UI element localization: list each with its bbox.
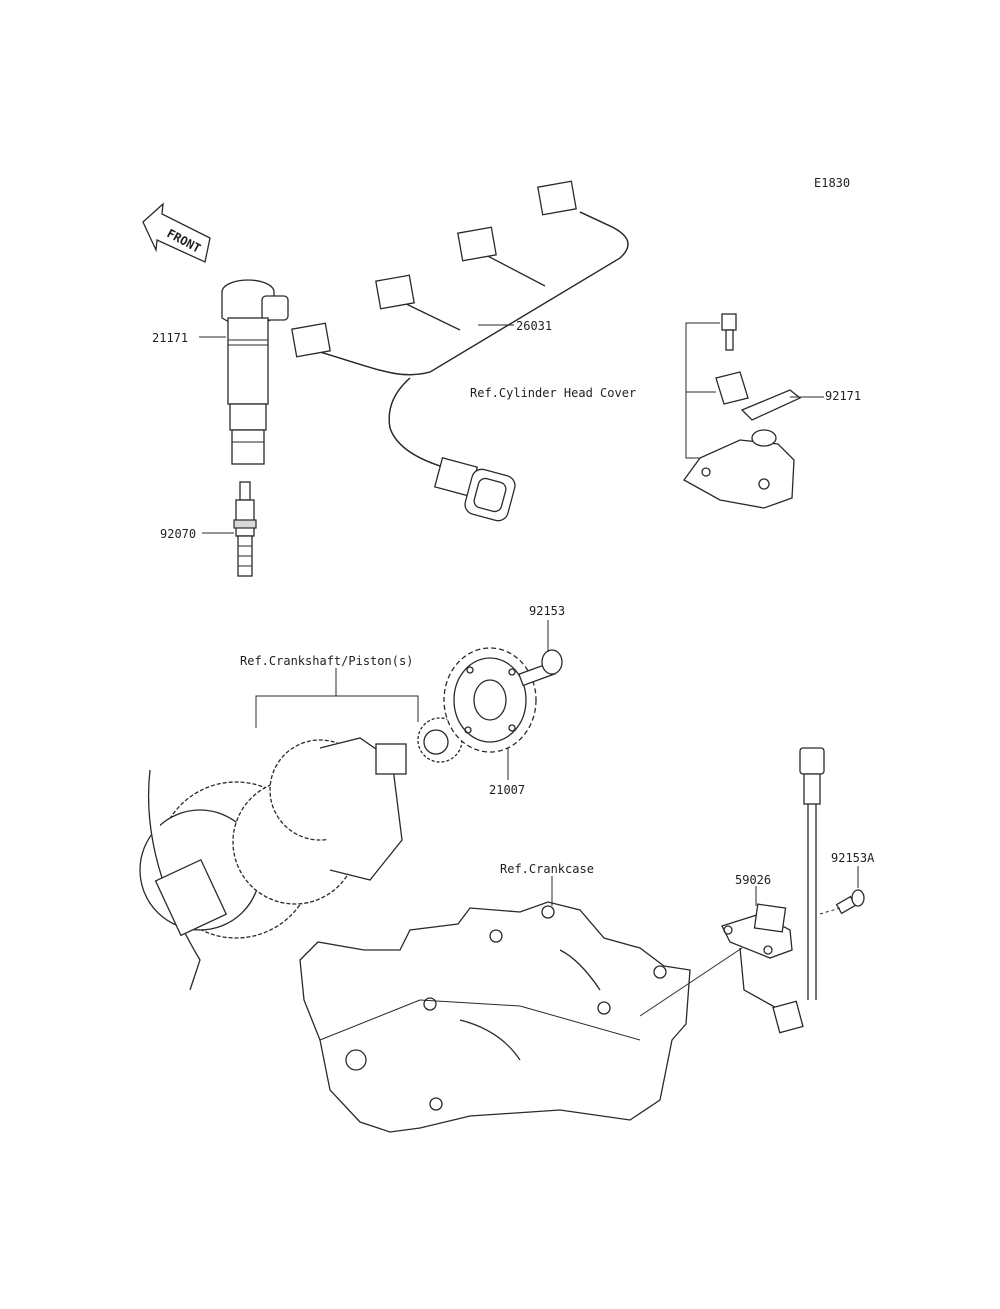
- cover-reference-bracket-line: [685, 322, 720, 459]
- bolt-92153a-drawing: [835, 889, 865, 915]
- part-label-92153a: 92153A: [831, 851, 875, 865]
- crankshaft-reference-bracket: [255, 695, 419, 728]
- diagram-code: E1830: [814, 176, 850, 190]
- part-label-59026: 59026: [735, 873, 771, 887]
- bolt-92153-drawing: [518, 649, 563, 687]
- ref-label-crankcase: Ref.Crankcase: [500, 862, 594, 876]
- starter-clutch-gear-drawing: [443, 647, 537, 753]
- part-label-21171: 21171: [152, 331, 188, 345]
- crankshaft-sensor-drawing: [721, 747, 825, 1034]
- ref-label-cylinder-head-cover: Ref.Cylinder Head Cover: [470, 386, 636, 400]
- wiring-harness-drawing: [291, 180, 629, 522]
- sensor-to-crankcase-line: [639, 947, 743, 1017]
- part-label-21007: 21007: [489, 783, 525, 797]
- cylinder-head-cover-drawing: [683, 313, 802, 509]
- part-label-92171: 92171: [825, 389, 861, 403]
- part-label-26031: 26031: [516, 319, 552, 333]
- front-arrow-icon: FRONT: [142, 202, 211, 263]
- crankshaft-drawing: [139, 717, 463, 991]
- ref-label-crankshaft-pistons: Ref.Crankshaft/Piston(s): [240, 654, 413, 668]
- ignition-coil-drawing: [221, 279, 289, 465]
- part-label-92070: 92070: [160, 527, 196, 541]
- bolt-92153a-dashed-line: [819, 907, 841, 915]
- part-label-92153: 92153: [529, 604, 565, 618]
- spark-plug-drawing: [233, 481, 257, 577]
- crankcase-drawing: [299, 901, 691, 1133]
